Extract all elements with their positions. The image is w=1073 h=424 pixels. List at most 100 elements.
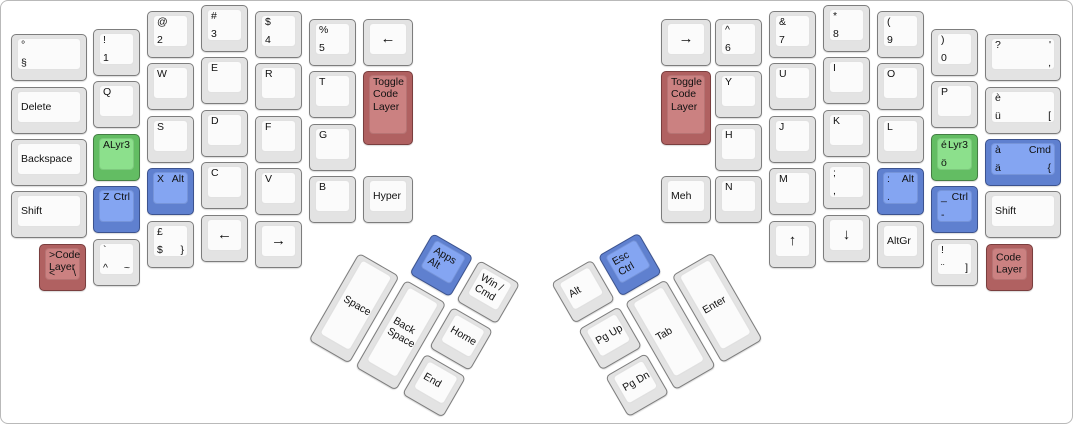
key-z-label-tr: Ctrl (113, 191, 130, 203)
key-arrow-left-top[interactable]: ← (363, 19, 413, 66)
key-s-label-tl: S (157, 121, 165, 133)
key-r[interactable]: R (255, 63, 302, 110)
key-6[interactable]: ^6 (715, 19, 762, 66)
key-n-label-tl: N (725, 181, 733, 193)
key-w-label-tl: W (157, 68, 167, 80)
key-diaeresis[interactable]: !¨] (931, 239, 978, 286)
key-n[interactable]: N (715, 176, 762, 223)
key-minus-label-tl: _ (941, 191, 947, 203)
key-f[interactable]: F (255, 116, 302, 163)
key-dollar[interactable]: £$} (147, 221, 194, 268)
key-space-label-ml: Space (341, 293, 374, 319)
key-toggle-code-layer-right[interactable]: Toggle Code Layer (661, 71, 711, 145)
key-circumflex-label-tl: ` (103, 244, 107, 256)
key-i[interactable]: I (823, 57, 870, 104)
key-8-label-bl: 8 (833, 27, 839, 40)
key-backspace[interactable]: Backspace (11, 139, 87, 186)
key-backspace-cap: Backspace (17, 143, 81, 175)
key-meh[interactable]: Meh (661, 176, 711, 223)
key-arrow-right-top[interactable]: → (661, 19, 711, 66)
key-code-layer-left[interactable]: >Code Layer<\ (39, 244, 86, 291)
key-l-label-tl: L (887, 121, 893, 133)
key-0[interactable]: )0 (931, 29, 978, 76)
key-9[interactable]: (9 (877, 11, 924, 58)
key-k[interactable]: K (823, 110, 870, 157)
key-code-layer-right[interactable]: Code Layer (986, 244, 1033, 291)
key-3-label-bl: 3 (211, 27, 217, 40)
key-semicolon[interactable]: ;, (823, 162, 870, 209)
key-arrow-left-bottom[interactable]: ← (201, 215, 248, 262)
key-j[interactable]: J (769, 116, 816, 163)
key-1[interactable]: !1 (93, 29, 140, 76)
key-shift-right[interactable]: Shift (985, 191, 1061, 238)
key-q[interactable]: Q (93, 81, 140, 128)
key-shift-right-label-ml: Shift (995, 204, 1017, 217)
key-delete[interactable]: Delete (11, 87, 87, 134)
key-pg-up-label-ml: Pg Up (593, 322, 625, 348)
key-p[interactable]: P (931, 81, 978, 128)
key-y-cap: Y (721, 75, 756, 107)
key-8-label-tl: * (833, 10, 838, 22)
key-apostrophe-label-tr: ' (1048, 39, 1051, 51)
key-shift-left-label-ml: Shift (21, 204, 43, 217)
key-7[interactable]: &7 (769, 11, 816, 58)
key-m[interactable]: M (769, 168, 816, 215)
key-4[interactable]: $4 (255, 11, 302, 58)
key-toggle-code-layer-right-label-tl: Toggle Code Layer (671, 76, 702, 113)
key-d-label-tl: D (211, 115, 219, 127)
key-h[interactable]: H (715, 124, 762, 171)
key-circumflex[interactable]: `^~ (93, 239, 140, 286)
key-apostrophe-cap: ?', (991, 38, 1055, 70)
key-v[interactable]: V (255, 168, 302, 215)
key-t[interactable]: T (309, 71, 356, 118)
key-tab-label-ml: Tab (653, 324, 675, 344)
key-f-label-tl: F (265, 121, 272, 133)
key-minus[interactable]: _Ctrl- (931, 186, 978, 233)
key-shift-left[interactable]: Shift (11, 191, 87, 238)
key-v-cap: V (261, 172, 296, 204)
key-arrow-right-bottom[interactable]: → (255, 221, 302, 268)
key-dollar-label-bl: $ (157, 243, 163, 256)
key-g[interactable]: G (309, 124, 356, 171)
key-apostrophe[interactable]: ?', (985, 34, 1061, 81)
key-degree-section[interactable]: °§ (11, 34, 87, 81)
key-arrow-up[interactable]: ↑ (769, 221, 816, 268)
key-t-label-tl: T (319, 76, 326, 88)
key-u[interactable]: U (769, 63, 816, 110)
key-b[interactable]: B (309, 176, 356, 223)
key-5[interactable]: %5 (309, 19, 356, 66)
key-o[interactable]: O (877, 63, 924, 110)
key-s[interactable]: S (147, 116, 194, 163)
key-h-label-tl: H (725, 129, 733, 141)
key-semicolon-cap: ;, (829, 166, 864, 198)
key-e[interactable]: E (201, 57, 248, 104)
key-hyper[interactable]: Hyper (363, 176, 413, 223)
key-toggle-code-layer-left[interactable]: Toggle Code Layer (363, 71, 413, 145)
key-colon[interactable]: :Alt. (877, 168, 924, 215)
key-y[interactable]: Y (715, 71, 762, 118)
key-arrow-down[interactable]: ↓ (823, 215, 870, 262)
key-0-label-bl: 0 (941, 51, 947, 64)
key-altgr[interactable]: AltGr (877, 221, 924, 268)
key-3[interactable]: #3 (201, 5, 248, 52)
key-l[interactable]: L (877, 116, 924, 163)
key-d[interactable]: D (201, 110, 248, 157)
key-8[interactable]: *8 (823, 5, 870, 52)
key-o-label-tl: O (887, 68, 896, 80)
key-2[interactable]: @2 (147, 11, 194, 58)
key-c[interactable]: C (201, 162, 248, 209)
key-7-cap: &7 (775, 15, 810, 47)
key-win-cmd-cap: Win / Cmd (466, 266, 514, 312)
key-w[interactable]: W (147, 63, 194, 110)
key-5-label-bl: 5 (319, 41, 325, 54)
key-alt-thumb-label-ml: Alt (566, 283, 584, 301)
